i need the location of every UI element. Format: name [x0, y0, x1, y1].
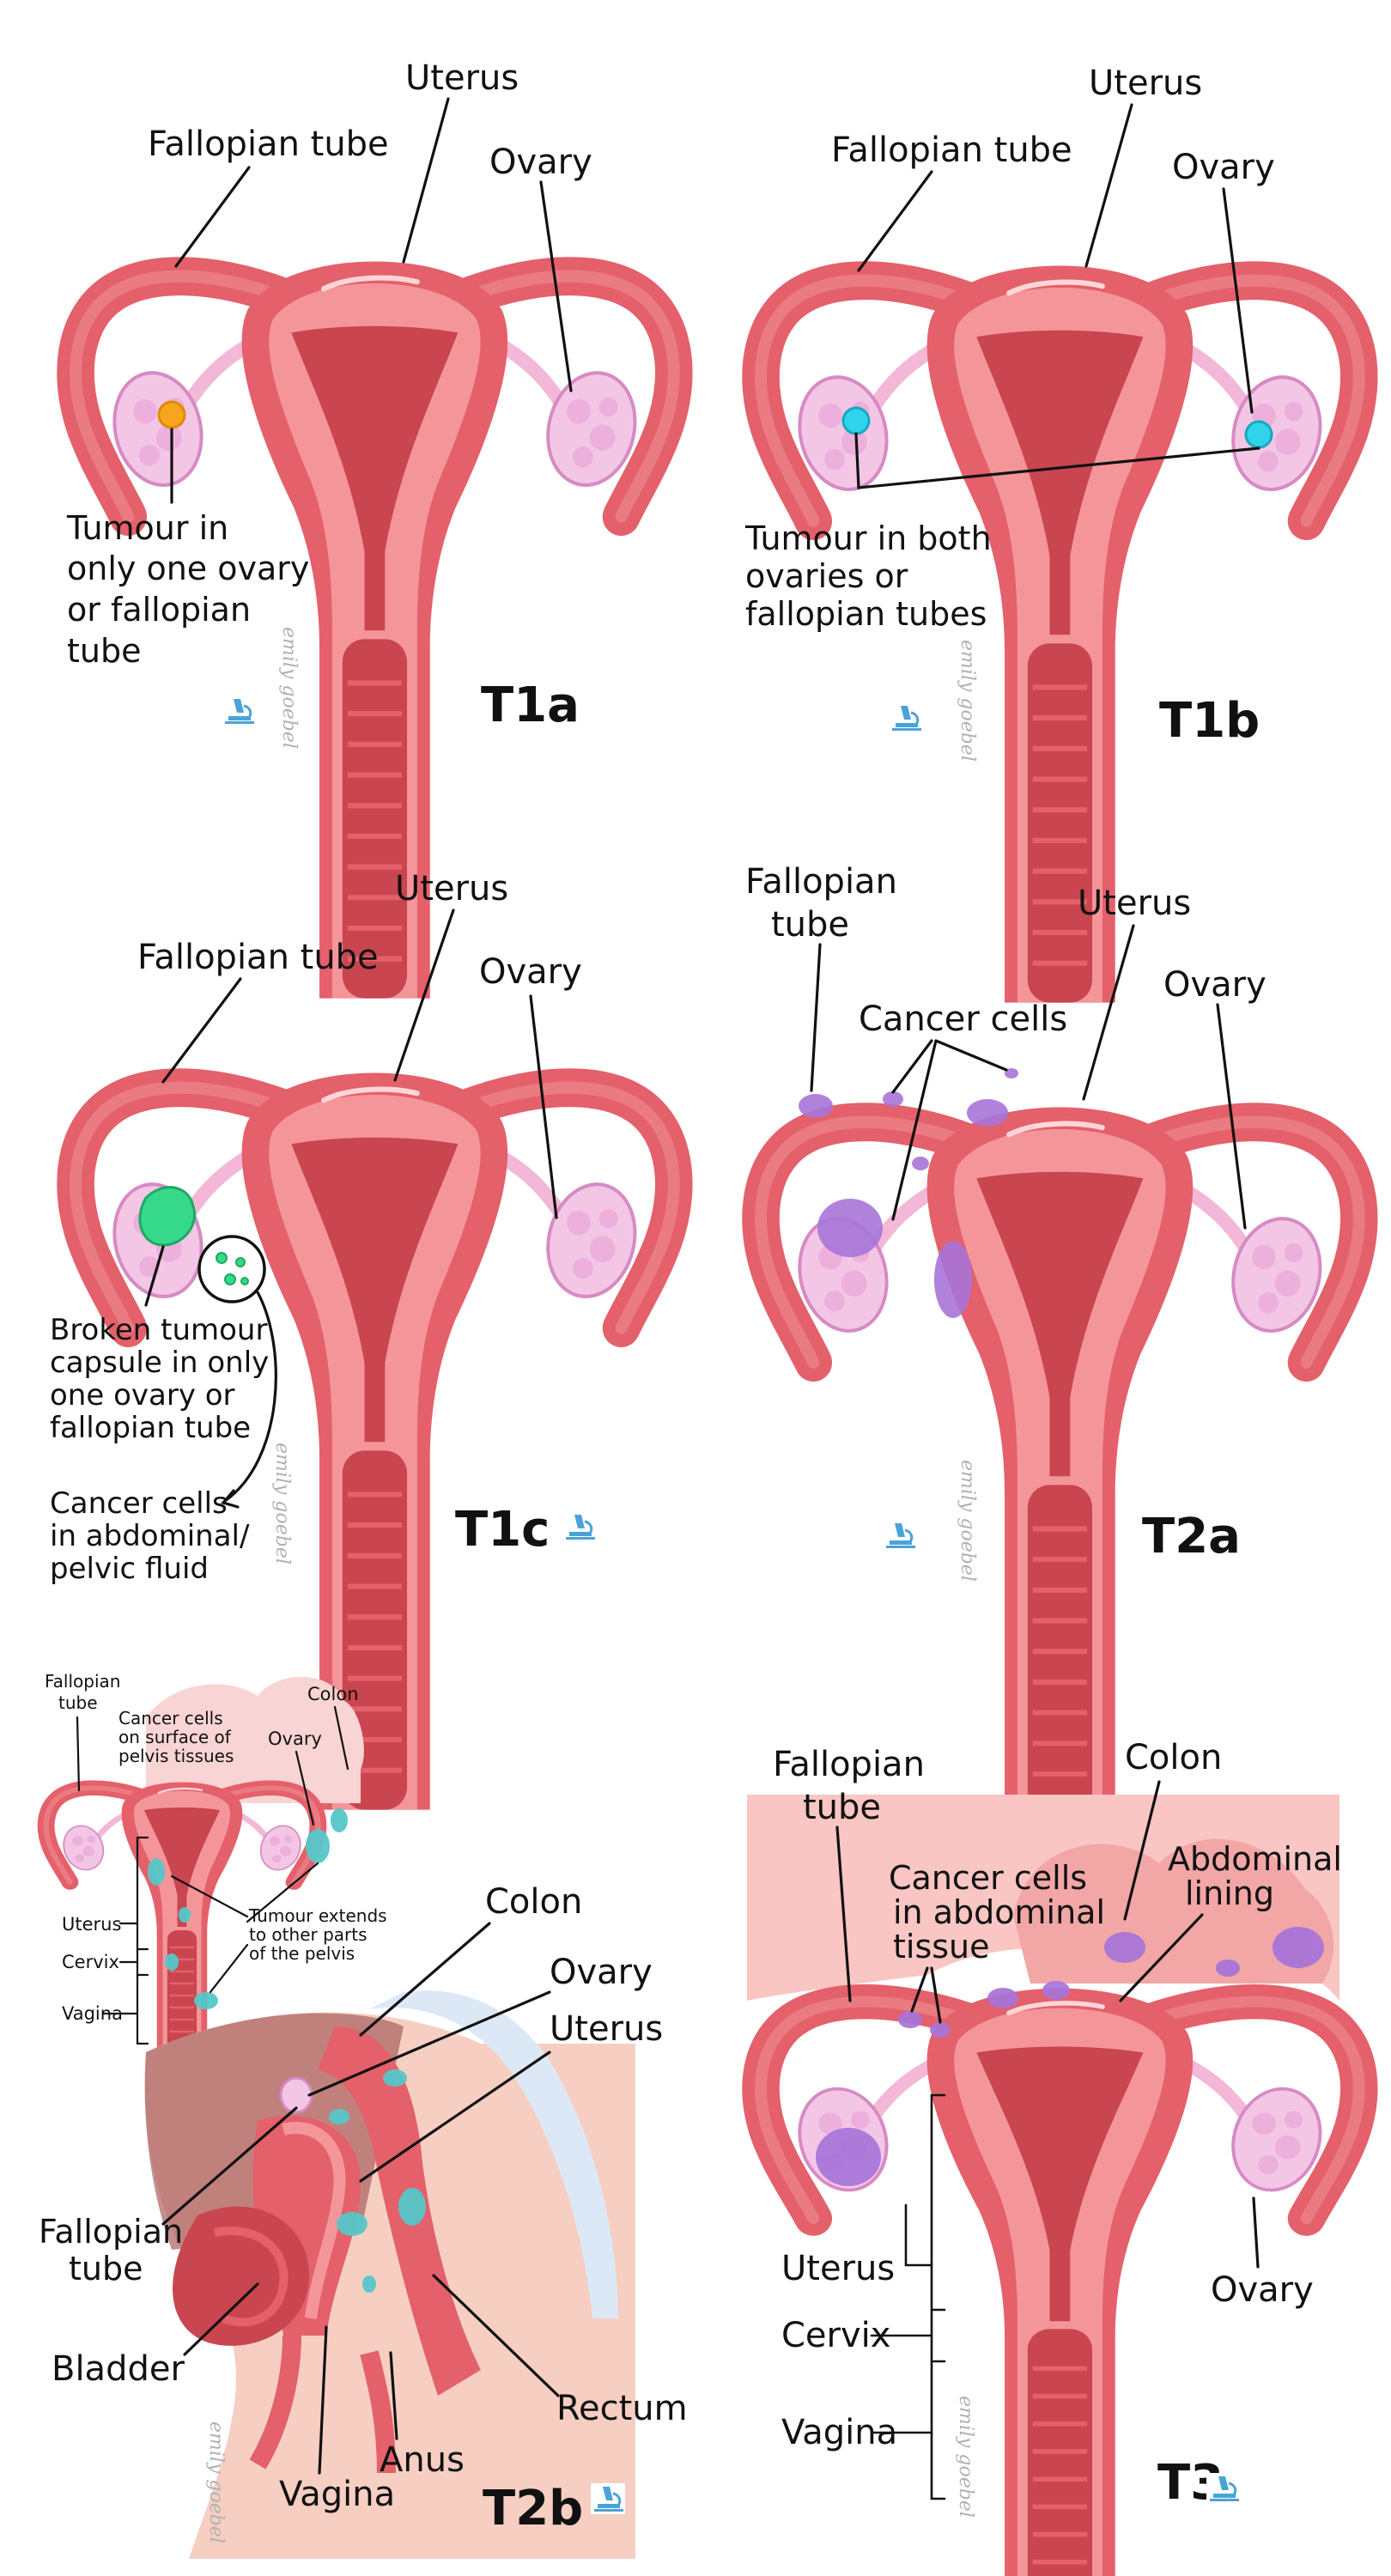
- tumour-marker: [157, 400, 186, 429]
- colon-shape: [1013, 1838, 1334, 1984]
- lining-label: Abdominal lining: [1168, 1840, 1352, 1912]
- inset-ovary-label: Ovary: [268, 1728, 322, 1749]
- capsule-note: Broken tumour capsule in only one ovary …: [50, 1313, 278, 1445]
- stage-label: T1c: [455, 1502, 550, 1558]
- ovary-label: Ovary: [489, 143, 592, 182]
- ovary-label: Ovary: [1172, 148, 1275, 187]
- stage-label: T1a: [481, 677, 580, 733]
- cancer-cells-label: Cancer cells in abdominal tissue: [889, 1859, 1115, 1965]
- microscope-icon: [881, 1518, 919, 1552]
- broken-tumour: [138, 1186, 196, 1247]
- tumour-note: Tumour in both ovaries or fallopian tube…: [744, 519, 1002, 633]
- watermark: emily goebel: [955, 2396, 976, 2518]
- tumour-note: Tumour in only one ovary or fallopian tu…: [66, 509, 319, 670]
- watermark: emily goebel: [278, 627, 300, 749]
- fallopian-tube-label: Fallopian tube: [148, 125, 389, 164]
- ovary-label: Ovary: [479, 952, 582, 992]
- inset-cervix-label: Cervix: [62, 1952, 119, 1972]
- bladder-label: Bladder: [52, 2349, 185, 2389]
- cancer-cells-label: Cancer cells: [859, 999, 1067, 1039]
- microscope-icon: [1205, 2471, 1242, 2506]
- uterus-label: Uterus: [1089, 64, 1202, 103]
- fallopian-tube-label: Fallopian tube: [137, 938, 379, 977]
- ovary-label: Ovary: [550, 1953, 653, 1992]
- panel-t1b: Uterus Fallopian tube Ovary Tumour in bo…: [744, 64, 1359, 1003]
- fluid-magnifier: [197, 1235, 266, 1303]
- vagina-label: Vagina: [279, 2475, 395, 2514]
- stage-label: T2a: [1142, 1509, 1241, 1564]
- uterus-label: Uterus: [781, 2249, 895, 2288]
- uterus-label: Uterus: [405, 58, 519, 98]
- inset-fallopian-label: Fallopian tube: [45, 1671, 126, 1713]
- ovary-label: Ovary: [1211, 2270, 1314, 2310]
- fallopian-tube-label: Fallopian tube: [745, 862, 908, 945]
- inset-cancer-label: Cancer cells on surface of pelvis tissue…: [118, 1708, 236, 1766]
- fallopian-tube-label: Fallopian tube: [831, 131, 1072, 170]
- colon-label: Colon: [485, 1882, 582, 1922]
- cancer-cell-cluster: [799, 1094, 833, 1118]
- fluid-note: Cancer cells in abdominal/ pelvic fluid: [50, 1486, 258, 1586]
- rectum-label: Rectum: [556, 2389, 688, 2428]
- inset-colon: [146, 1676, 364, 1803]
- stage-label: T2b: [483, 2481, 583, 2537]
- cancer-deposits: [816, 1927, 1324, 2186]
- inset-vagina-label: Vagina: [62, 2003, 123, 2024]
- panel-t1a: Uterus Fallopian tube Ovary Tumour in on…: [66, 58, 674, 999]
- tumour-marker-right: [1244, 420, 1273, 449]
- fallopian-tube-label: Fallopian tube: [39, 2213, 193, 2287]
- cervix-label: Cervix: [781, 2316, 890, 2355]
- inset-uterus-label: Uterus: [62, 1914, 121, 1935]
- microscope-icon: [887, 701, 925, 735]
- vagina-label: Vagina: [781, 2413, 897, 2452]
- inset-colon-label: Colon: [307, 1684, 359, 1704]
- panel-t2b: Fallopian tube Cancer cells on surface o…: [39, 1671, 688, 2559]
- colon-label: Colon: [1125, 1738, 1222, 1777]
- ovary-label: Ovary: [1163, 965, 1266, 1005]
- microscope-icon: [561, 1510, 598, 1544]
- uterus-label: Uterus: [1078, 884, 1191, 923]
- inset-tumour-label: Tumour extends to other parts of the pel…: [248, 1905, 392, 1964]
- tumour-marker-left: [841, 406, 871, 435]
- anus-label: Anus: [380, 2440, 465, 2480]
- uterus-label: Uterus: [550, 2009, 663, 2049]
- stage-label: T1b: [1159, 693, 1260, 749]
- microscope-icon: [589, 2482, 627, 2516]
- uterus-illustration: [76, 262, 674, 999]
- microscope-icon: [220, 694, 258, 728]
- watermark: emily goebel: [271, 1443, 293, 1564]
- panel-t3: Fallopian tube Colon Abdominal lining Ca…: [747, 1738, 1359, 2576]
- panel-t1c: Uterus Fallopian tube Ovary Broken tumou…: [50, 869, 674, 1810]
- uterus-label: Uterus: [395, 869, 508, 908]
- fallopian-tube-label: Fallopian tube: [773, 1745, 936, 1827]
- panel-t2a: Fallopian tube Uterus Ovary Cancer cells…: [745, 862, 1359, 1844]
- watermark: emily goebel: [957, 1460, 978, 1582]
- watermark: emily goebel: [205, 2421, 227, 2543]
- watermark: emily goebel: [957, 640, 978, 762]
